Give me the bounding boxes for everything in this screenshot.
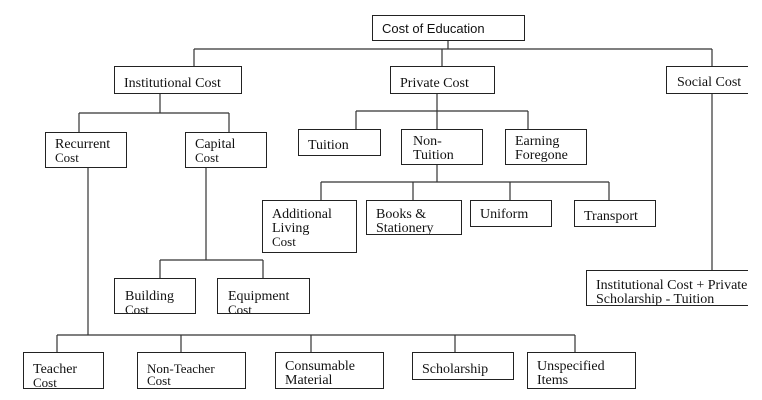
node-cost-of-education: Cost of Education [372, 15, 525, 41]
node-social-cost: Social Cost [666, 66, 748, 94]
connector-private [355, 93, 529, 129]
connector-root [193, 40, 713, 66]
connector-recurrent [56, 168, 576, 352]
node-label: Foregone [515, 148, 568, 163]
node-label: Earning [515, 134, 560, 149]
node-label: Teacher [33, 362, 78, 377]
node-label: Books & [376, 207, 427, 222]
node-label: Material [285, 373, 333, 388]
node-uniform: Uniform [470, 200, 552, 227]
node-label: Non-Teacher [147, 361, 215, 376]
node-label: Cost of Education [382, 21, 485, 36]
node-institutional-cost: Institutional Cost [114, 66, 242, 94]
node-label: Capital [195, 137, 236, 152]
connector-non-tuition [320, 164, 610, 200]
node-label: Cost [195, 150, 219, 165]
node-transport: Transport [574, 200, 656, 227]
node-label: Cost [125, 302, 149, 314]
node-label: Institutional Cost + Private [596, 278, 748, 293]
node-label: Cost [33, 375, 57, 389]
node-label: Non- [413, 134, 442, 149]
node-label: Items [537, 373, 569, 388]
node-label: Cost [272, 234, 296, 249]
node-label: Additional [272, 207, 332, 222]
node-non-tuition: Non-Tuition [401, 129, 483, 165]
node-label: Tuition [413, 148, 454, 163]
node-label: Living [272, 221, 310, 236]
node-label: Uniform [480, 207, 529, 222]
node-label: Building [125, 289, 175, 304]
node-label: Scholarship [422, 362, 489, 377]
node-scholarship: Scholarship [412, 352, 514, 380]
node-books-stationery: Books &Stationery [366, 200, 462, 235]
node-label: Scholarship - Tuition [596, 292, 715, 306]
node-label: Private Cost [400, 76, 469, 91]
node-tuition: Tuition [298, 129, 381, 156]
node-private-cost: Private Cost [390, 66, 495, 94]
node-label: Recurrent [55, 137, 111, 152]
node-label: Cost [228, 302, 252, 314]
connector-capital [159, 168, 264, 278]
node-label: Equipment [228, 289, 290, 304]
node-label: Stationery [376, 221, 434, 235]
node-label: Transport [584, 209, 638, 224]
node-label: Cost [147, 373, 171, 388]
node-label: Institutional Cost [124, 76, 221, 91]
node-label: Cost [55, 150, 79, 165]
node-label: Tuition [308, 138, 349, 153]
node-label: Consumable [285, 359, 355, 374]
connector-institutional [78, 93, 230, 132]
node-label: Unspecified [537, 359, 605, 374]
node-label: Social Cost [677, 75, 742, 90]
